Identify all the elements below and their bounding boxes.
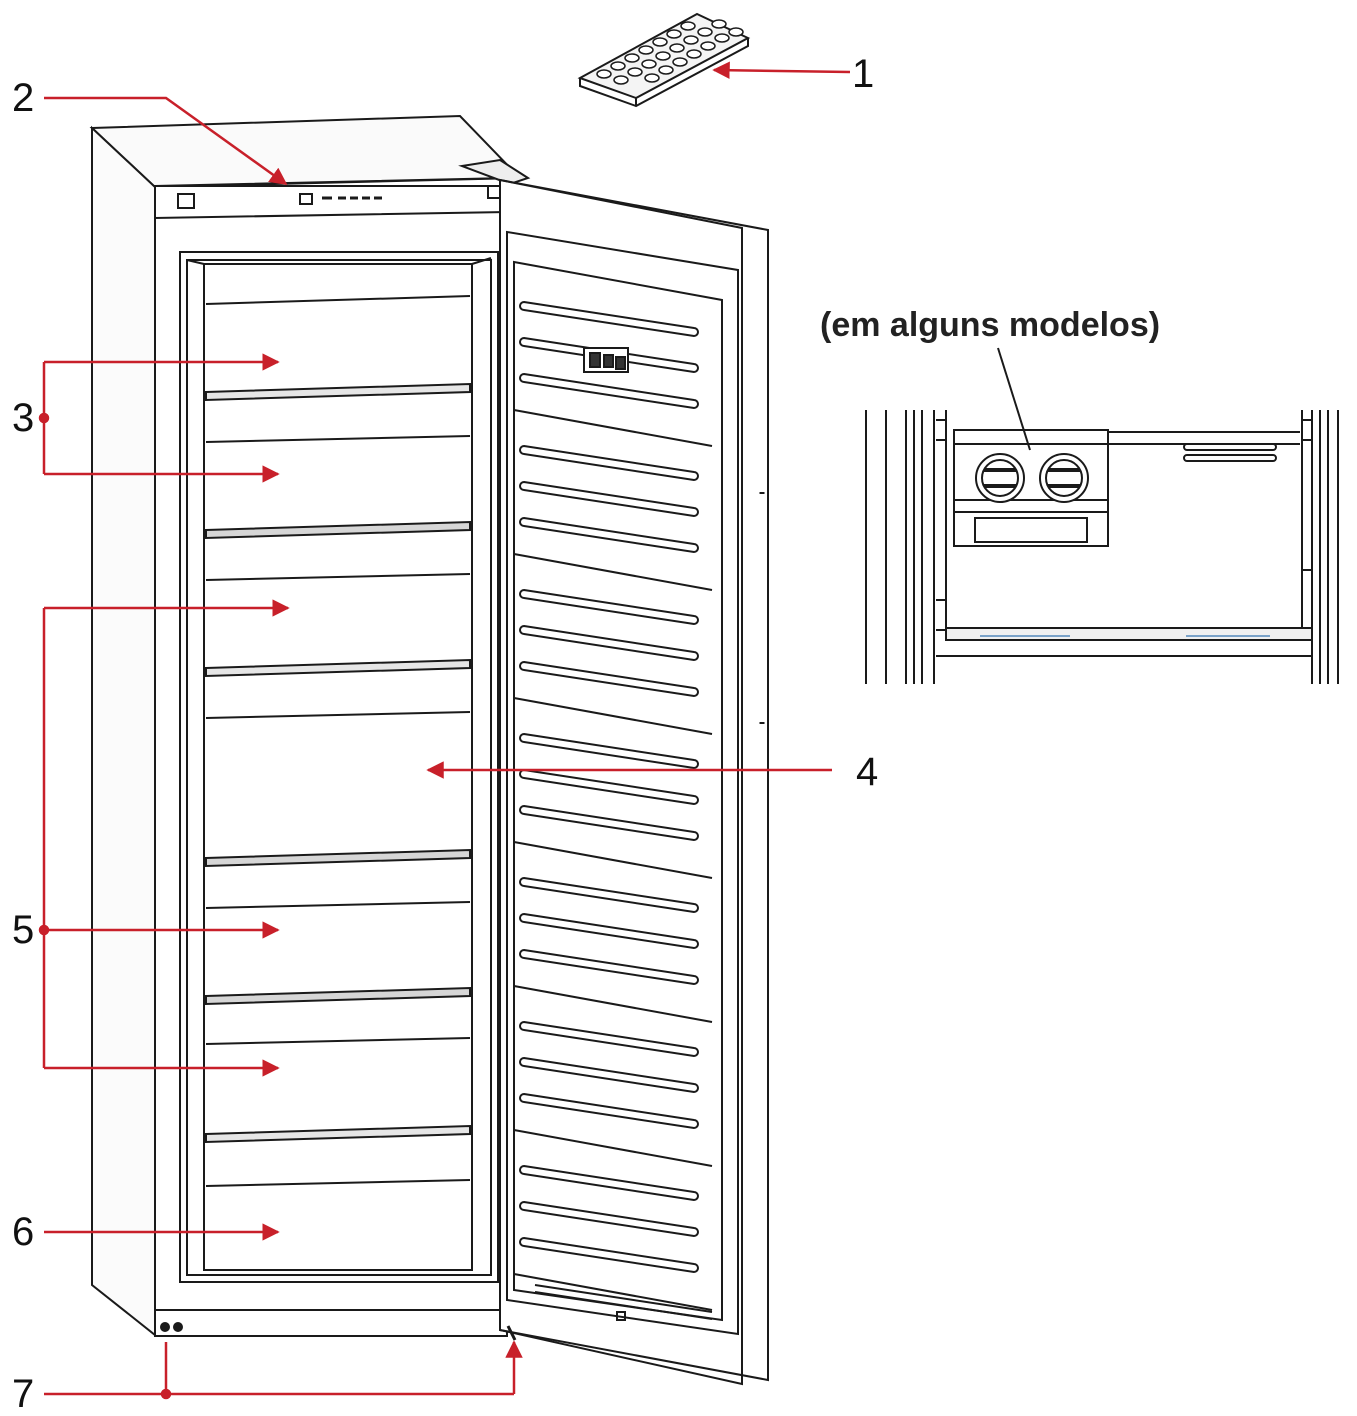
door-slot — [519, 336, 699, 374]
freezer-door — [499, 178, 769, 1386]
inset-title: (em alguns modelos) — [820, 306, 1161, 344]
door-divider — [513, 553, 713, 591]
callout-3: 3 — [12, 396, 35, 440]
door-slot — [519, 876, 699, 914]
callout-line-1 — [712, 61, 851, 79]
door-slot — [519, 768, 699, 806]
door-slot — [519, 1020, 699, 1058]
callout-2: 2 — [12, 76, 35, 120]
door-divider — [513, 697, 713, 735]
callout-6: 6 — [12, 1210, 35, 1254]
callout-5: 5 — [12, 908, 35, 952]
door-slot — [519, 1164, 699, 1202]
door-divider — [513, 1129, 713, 1167]
door-slot — [519, 372, 699, 410]
door-slot — [519, 516, 699, 554]
door-slot — [519, 660, 699, 698]
door-slot — [519, 480, 699, 518]
door-slot — [519, 300, 699, 338]
callout-4: 4 — [856, 750, 879, 794]
freezer-cabinet — [89, 114, 531, 1338]
door-divider — [513, 841, 713, 879]
ice-cube-tray — [577, 12, 751, 108]
door-slot — [519, 1056, 699, 1094]
door-slot — [519, 948, 699, 986]
callout-line-2 — [44, 96, 288, 186]
door-slot — [519, 444, 699, 482]
door-slot — [519, 624, 699, 662]
door-slot — [519, 1236, 699, 1274]
door-divider — [513, 409, 713, 447]
door-evaporator-slots — [513, 300, 713, 1311]
callout-1: 1 — [852, 52, 875, 96]
callout-7: 7 — [12, 1372, 35, 1416]
door-slot — [519, 732, 699, 770]
inset-drawing — [865, 347, 1339, 684]
callout-lines — [38, 61, 851, 1400]
door-display — [583, 347, 629, 373]
door-slot — [519, 1092, 699, 1130]
door-slot — [519, 912, 699, 950]
door-divider — [513, 1273, 713, 1311]
compartments — [205, 295, 471, 1187]
door-slot — [519, 804, 699, 842]
door-divider — [513, 985, 713, 1023]
door-slot — [519, 1200, 699, 1238]
door-slot — [519, 588, 699, 626]
